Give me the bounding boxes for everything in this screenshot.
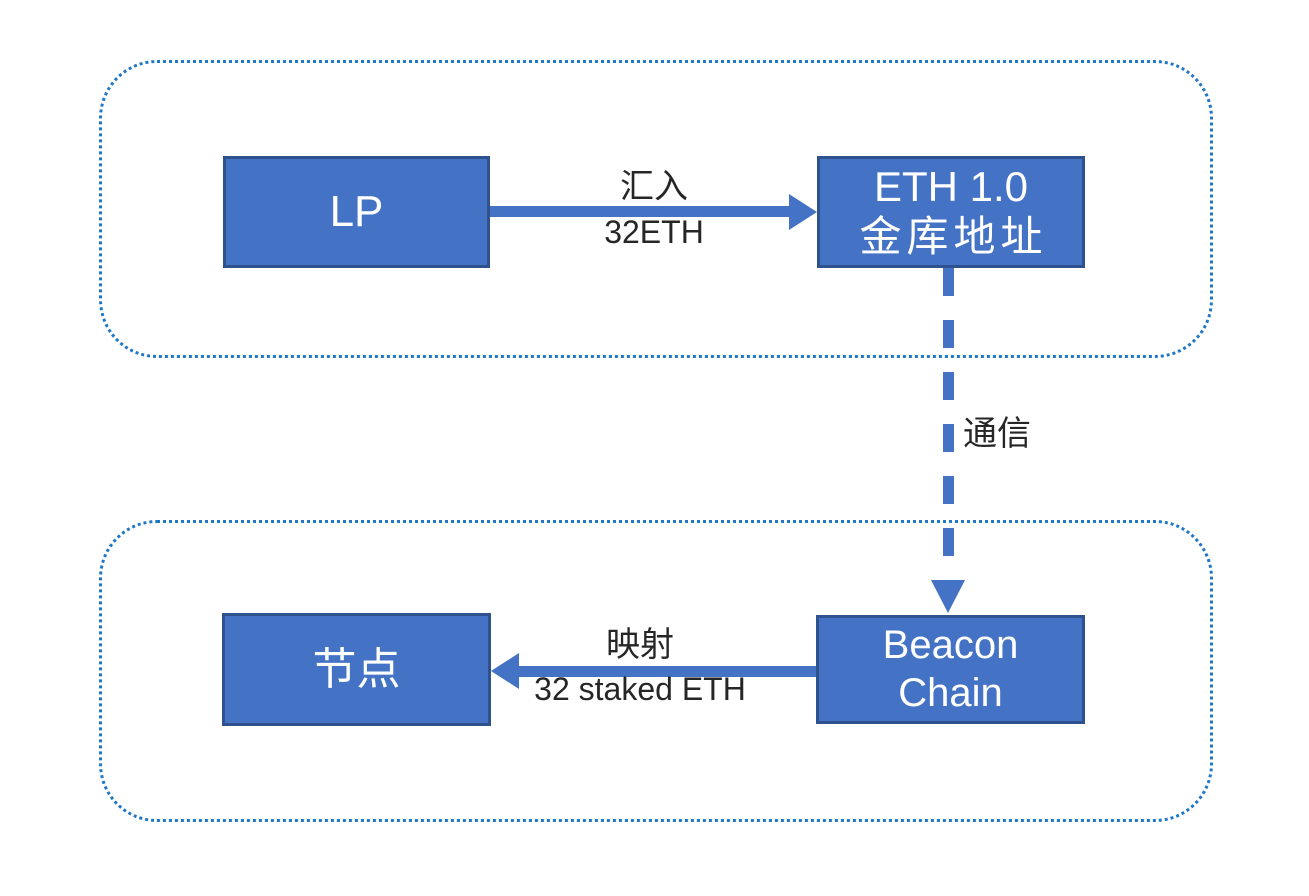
beacon-zone-container	[99, 520, 1213, 822]
deposit-arrow-head-icon	[789, 194, 817, 230]
beacon-label-line2: Chain	[898, 670, 1003, 715]
communication-arrow-shaft	[943, 268, 954, 580]
deposit-amount-label: 32ETH	[604, 214, 704, 250]
deposit-arrow-label: 汇入	[620, 168, 688, 206]
beacon-label-line1: Beacon	[882, 623, 1019, 668]
eth1-zone-container	[99, 60, 1213, 358]
mapping-arrow-head-icon	[491, 653, 519, 689]
mapping-amount-label: 32 staked ETH	[534, 671, 746, 707]
vault-label-line2: 金库地址	[859, 213, 1048, 260]
beacon-chain-node-box: Beacon Chain	[816, 615, 1085, 724]
communication-arrow-label: 通信	[963, 415, 1031, 453]
validator-node-box: 节点	[222, 613, 491, 726]
eth1-vault-node-box: ETH 1.0 金库地址	[817, 156, 1085, 268]
mapping-arrow-shaft	[516, 666, 816, 677]
vault-label-line1: ETH 1.0	[873, 163, 1029, 211]
communication-arrow-head-icon	[931, 580, 965, 613]
mapping-arrow-label: 映射	[606, 626, 674, 664]
deposit-arrow-shaft	[490, 206, 790, 217]
lp-node-box: LP	[223, 156, 490, 268]
validator-node-label: 节点	[312, 644, 401, 694]
lp-node-label: LP	[329, 187, 384, 237]
